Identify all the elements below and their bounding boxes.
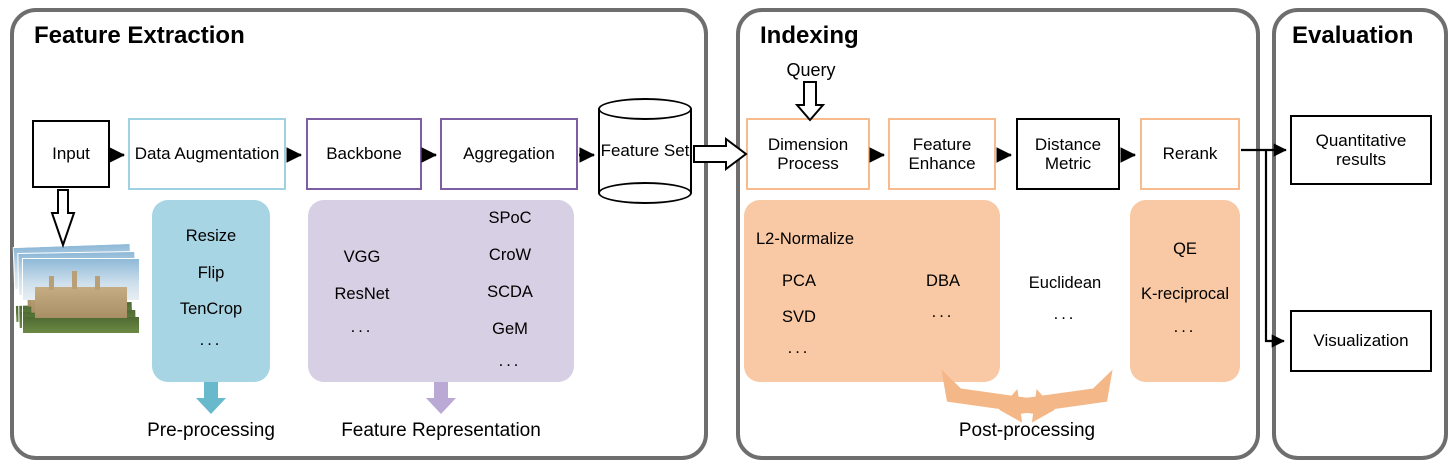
panel-item-l2-normalize: L2-Normalize bbox=[756, 230, 855, 248]
panel-item-aggregation-ellipsis: ... bbox=[498, 352, 522, 370]
pre-processing-panel bbox=[152, 200, 270, 382]
panel-item-rerank-ellipsis: ... bbox=[1173, 318, 1197, 336]
panel-item-k-reciprocal: K-reciprocal bbox=[1140, 285, 1230, 303]
panel-item-dba: DBA bbox=[926, 272, 960, 290]
panel-item-spoc: SPoC bbox=[488, 209, 532, 227]
panel-item-tencrop: TenCrop bbox=[179, 300, 243, 318]
box-data-augmentation[interactable]: Data Augmentation bbox=[128, 118, 286, 190]
box-quantitative-results[interactable]: Quantitative results bbox=[1290, 115, 1432, 185]
box-rerank[interactable]: Rerank bbox=[1140, 118, 1240, 190]
box-input[interactable]: Input bbox=[32, 120, 110, 188]
cylinder-bottom-ellipse bbox=[598, 182, 692, 204]
box-backbone[interactable]: Backbone bbox=[306, 118, 422, 190]
stage-title-feature-extraction: Feature Extraction bbox=[34, 22, 245, 49]
box-distance-metric[interactable]: Distance Metric bbox=[1016, 118, 1120, 190]
panel-item-qe: QE bbox=[1173, 240, 1197, 258]
panel-item-preprocessing-ellipsis: ... bbox=[199, 331, 223, 349]
panel-item-flip: Flip bbox=[197, 264, 225, 282]
stage-container-evaluation bbox=[1272, 8, 1448, 460]
stage-title-evaluation: Evaluation bbox=[1292, 22, 1414, 49]
panel-item-euclidean: Euclidean bbox=[1028, 274, 1102, 292]
caption-pre-processing: Pre-processing bbox=[147, 420, 275, 441]
panel-item-scda: SCDA bbox=[487, 283, 533, 301]
panel-item-vgg: VGG bbox=[343, 248, 381, 266]
box-aggregation[interactable]: Aggregation bbox=[440, 118, 578, 190]
panel-item-resize: Resize bbox=[185, 227, 237, 245]
panel-item-crow: CroW bbox=[488, 246, 532, 264]
stage-title-indexing: Indexing bbox=[760, 22, 859, 49]
panel-item-enhance-ellipsis: ... bbox=[931, 303, 955, 321]
panel-item-pca: PCA bbox=[782, 272, 816, 290]
input-image-thumbnail-front bbox=[22, 258, 140, 334]
caption-feature-representation: Feature Representation bbox=[341, 420, 541, 441]
panel-item-distance-ellipsis: ... bbox=[1053, 305, 1077, 323]
box-feature-enhance[interactable]: Feature Enhance bbox=[888, 118, 996, 190]
query-label: Query bbox=[786, 60, 836, 80]
dimension-methods-panel bbox=[744, 200, 1000, 382]
feature-set-label: Feature Set bbox=[600, 141, 690, 161]
panel-item-dimension-ellipsis: ... bbox=[787, 339, 811, 357]
box-visualization[interactable]: Visualization bbox=[1290, 310, 1432, 372]
rerank-methods-panel bbox=[1130, 200, 1240, 382]
box-dimension-process[interactable]: Dimension Process bbox=[746, 118, 870, 190]
cylinder-body bbox=[598, 109, 692, 193]
panel-item-gem: GeM bbox=[492, 320, 528, 338]
panel-item-backbone-ellipsis: ... bbox=[350, 318, 374, 336]
panel-item-resnet: ResNet bbox=[334, 285, 390, 303]
panel-item-svd: SVD bbox=[782, 308, 816, 326]
caption-post-processing: Post-processing bbox=[958, 420, 1096, 441]
feature-set-cylinder: Feature Set bbox=[598, 98, 692, 204]
cylinder-top-ellipse bbox=[598, 98, 692, 120]
feature-representation-panel bbox=[308, 200, 574, 382]
